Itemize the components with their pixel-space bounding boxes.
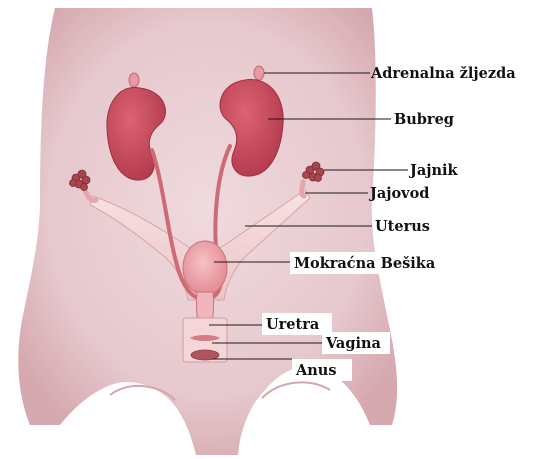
- adrenal-gland-right: [254, 66, 264, 80]
- adrenal-gland-left: [129, 73, 139, 87]
- label-uterus: Uterus: [375, 218, 430, 235]
- label-oviduct: Jajovod: [368, 185, 429, 202]
- oviduct-right: [302, 182, 304, 196]
- label-kidney: Bubreg: [394, 111, 454, 128]
- bladder: [183, 241, 227, 295]
- label-bladder: Mokraćna Bešika: [294, 255, 436, 272]
- label-adrenal: Adrenalna žljezda: [370, 65, 516, 82]
- label-ovary: Jajnik: [408, 162, 459, 179]
- leg-crease-right: [262, 382, 330, 398]
- label-vagina: Vagina: [325, 335, 382, 352]
- body-silhouette: [18, 8, 397, 455]
- label-anus: Anus: [295, 362, 337, 379]
- label-urethra: Uretra: [266, 316, 320, 333]
